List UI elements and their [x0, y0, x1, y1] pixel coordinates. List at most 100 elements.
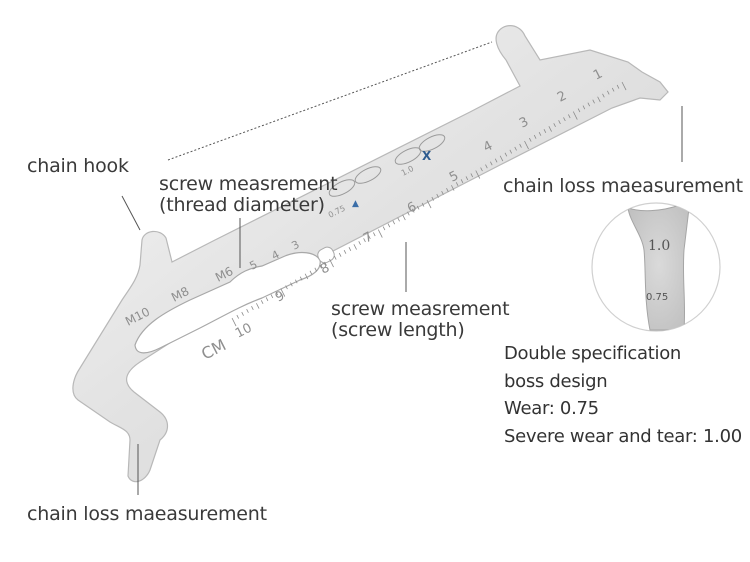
chain-loss-label-top: chain loss maeasurement — [503, 175, 743, 197]
ruler-tick — [338, 252, 342, 257]
ruler-tick — [241, 311, 244, 316]
inset-value-top: 1.0 — [648, 238, 670, 254]
ruler-tick — [548, 126, 552, 132]
ruler-tick — [265, 297, 269, 302]
ruler-tick — [465, 176, 469, 181]
ruler-tick — [280, 288, 286, 297]
ruler-tick — [543, 129, 547, 133]
ruler-tick — [436, 193, 439, 198]
ruler-tick — [295, 279, 298, 284]
ruler-tick — [260, 300, 264, 305]
ruler-tick — [353, 244, 357, 250]
ruler-tick — [514, 146, 517, 151]
ruler-tick — [246, 308, 249, 313]
ruler-tick — [592, 99, 595, 104]
ruler-tick — [582, 105, 586, 110]
ruler-tick — [416, 205, 420, 210]
ruler-tick — [236, 314, 240, 319]
ruler-tick — [368, 235, 371, 240]
spec-line-1: Double specification — [504, 343, 682, 364]
spec-line-4: Severe wear and tear: 1.00 — [504, 425, 742, 447]
ruler-tick — [251, 306, 254, 310]
annotation-lines — [121, 41, 683, 495]
ruler-tick — [275, 291, 279, 296]
ruler-tick — [441, 190, 444, 195]
inset-detail: 1.0 0.75 — [591, 202, 721, 332]
ruler-tick — [607, 90, 610, 95]
ruler-tick — [460, 179, 464, 184]
ruler-tick — [446, 188, 449, 192]
ruler-tick — [524, 140, 529, 150]
ruler-tick — [475, 170, 481, 179]
ruler-ticks — [231, 81, 627, 327]
ruler-tick — [538, 131, 542, 136]
ruler-number-7: 7 — [361, 229, 375, 246]
thread-diameter-label-line1: screw measrement — [159, 173, 338, 195]
ruler-tick — [572, 111, 578, 120]
ruler-tick — [334, 255, 337, 260]
ruler-tick — [499, 155, 504, 162]
inset-value-bottom: 0.75 — [646, 292, 668, 303]
ruler-tick — [348, 247, 352, 251]
ruler-number-9: 9 — [273, 288, 287, 305]
ruler-tick — [519, 143, 522, 148]
screw-length-label-line1: screw measrement — [331, 298, 510, 320]
ruler-tick — [470, 173, 474, 178]
ruler-tick — [504, 152, 508, 157]
gauge-x-mark: X — [422, 149, 432, 163]
ruler-tick — [304, 273, 309, 280]
ruler-number-8: 8 — [318, 260, 332, 277]
ruler-tick — [494, 158, 498, 163]
ruler-number-10: 10 — [233, 321, 255, 342]
side-slot — [317, 246, 335, 264]
ruler-tick — [299, 276, 303, 281]
ruler-tick — [558, 120, 561, 125]
ruler-tick — [402, 214, 406, 221]
tool-plate — [72, 25, 669, 483]
ruler-tick — [387, 223, 391, 228]
ruler-tick — [529, 137, 532, 142]
ruler-tick — [490, 161, 493, 166]
ruler-tick — [373, 232, 376, 237]
ruler-tick — [309, 270, 313, 275]
ruler-tick — [358, 241, 361, 246]
ruler-tick — [382, 226, 386, 231]
gauge-triangle-mark: ▲ — [352, 199, 359, 209]
ruler-tick — [611, 87, 615, 92]
ruler-tick — [568, 114, 571, 119]
ruler-tick — [377, 229, 383, 238]
ruler-tick — [392, 220, 396, 225]
ruler-tick — [397, 217, 400, 222]
chain-link-engraving — [328, 134, 446, 197]
screw-length-label-line2: (screw length) — [331, 319, 465, 341]
ruler-tick — [270, 294, 274, 299]
ruler-tick — [485, 164, 488, 169]
ruler-tick — [577, 108, 581, 113]
ruler-tick — [256, 303, 260, 309]
ruler-tick — [431, 196, 435, 201]
ruler-tick — [324, 261, 327, 266]
spec-line-3: Wear: 0.75 — [504, 398, 599, 419]
thread-diameter-label-line2: (thread diameter) — [159, 194, 325, 216]
ruler-tick — [290, 282, 293, 287]
ruler-tick — [407, 211, 410, 216]
ruler-tick — [231, 317, 237, 327]
ruler-tick — [426, 199, 432, 209]
unit-label: CM — [198, 335, 229, 363]
ruler-tick — [597, 96, 601, 103]
ruler-tick — [329, 258, 334, 268]
ruler-tick — [587, 102, 591, 107]
ruler-tick — [421, 202, 425, 207]
ruler-tick — [363, 238, 366, 243]
ruler-tick — [553, 123, 556, 128]
spec-line-2: boss design — [504, 370, 608, 392]
spec-block: Double specification boss design Wear: 0… — [504, 340, 742, 450]
ruler-tick — [621, 81, 627, 91]
chain-checker-tool — [72, 25, 669, 483]
ruler-tick — [285, 285, 288, 290]
ruler-tick — [455, 182, 459, 187]
ruler-tick — [533, 134, 537, 139]
ruler-tick — [314, 267, 318, 272]
ruler-tick — [412, 208, 415, 213]
